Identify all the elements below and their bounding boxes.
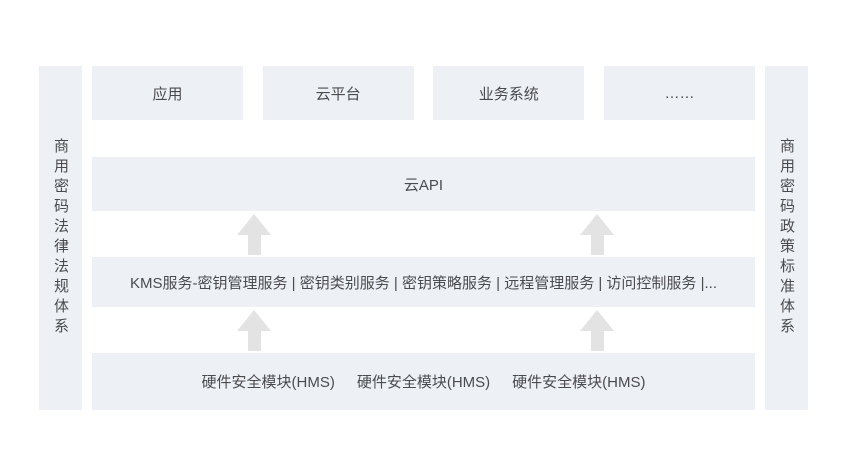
hsm-module-label: 硬件安全模块(HMS) — [512, 374, 646, 391]
hsm-module-label: 硬件安全模块(HMS) — [356, 374, 491, 391]
box-kms-services-label: KMS服务-密钥管理服务 | 密钥类别服务 | 密钥策略服务 | 远程管理服务 … — [130, 274, 717, 292]
box-kms-services: KMS服务-密钥管理服务 | 密钥类别服务 | 密钥策略服务 | 远程管理服务 … — [92, 257, 755, 307]
pillar-legal-framework: 商用密码法律法规体系 — [39, 66, 82, 410]
client-layer-row: 应用 云平台 业务系统 …… — [92, 66, 755, 120]
pillar-legal-framework-label: 商用密码法律法规体系 — [52, 138, 69, 338]
up-arrow-shaft — [247, 235, 261, 255]
up-arrow-shaft — [247, 331, 261, 351]
hsm-layer-row: 硬件安全模块(HMS) 硬件安全模块(HMS) 硬件安全模块(HMS) — [92, 353, 755, 410]
box-application-label: 应用 — [152, 85, 183, 103]
pillar-policy-standards: 商用密码政策标准体系 — [765, 66, 808, 410]
up-arrow-head — [237, 310, 271, 331]
architecture-stack: 应用 云平台 业务系统 …… 云API — [92, 66, 755, 410]
box-business-system-label: 业务系统 — [478, 85, 539, 103]
pillar-policy-standards-label: 商用密码政策标准体系 — [778, 138, 795, 338]
hsm-module-label: 硬件安全模块(HMS) — [201, 374, 335, 391]
arrows-hsm-to-kms — [92, 307, 755, 353]
box-cloud-platform-label: 云平台 — [315, 85, 361, 103]
up-arrow-shaft — [590, 235, 604, 255]
arrows-kms-to-api — [92, 211, 755, 257]
up-arrow-icon — [237, 310, 271, 351]
cloud-api-layer-row: 云API — [92, 157, 755, 211]
up-arrow-head — [237, 214, 271, 235]
up-arrow-head — [580, 310, 614, 331]
kms-services-layer-row: KMS服务-密钥管理服务 | 密钥类别服务 | 密钥策略服务 | 远程管理服务 … — [92, 257, 755, 307]
up-arrow-icon — [237, 214, 271, 255]
box-application: 应用 — [92, 66, 243, 120]
box-ellipsis-more: …… — [603, 66, 755, 120]
up-arrow-head — [580, 214, 614, 235]
up-arrow-icon — [580, 310, 614, 351]
up-arrow-shaft — [590, 331, 604, 351]
box-cloud-platform: 云平台 — [262, 66, 414, 120]
box-hsm-modules: 硬件安全模块(HMS) 硬件安全模块(HMS) 硬件安全模块(HMS) — [92, 353, 755, 410]
box-ellipsis-more-label: …… — [664, 84, 695, 102]
box-cloud-api-label: 云API — [403, 176, 444, 194]
box-cloud-api: 云API — [92, 157, 755, 211]
up-arrow-icon — [580, 214, 614, 255]
box-business-system: 业务系统 — [433, 66, 585, 120]
